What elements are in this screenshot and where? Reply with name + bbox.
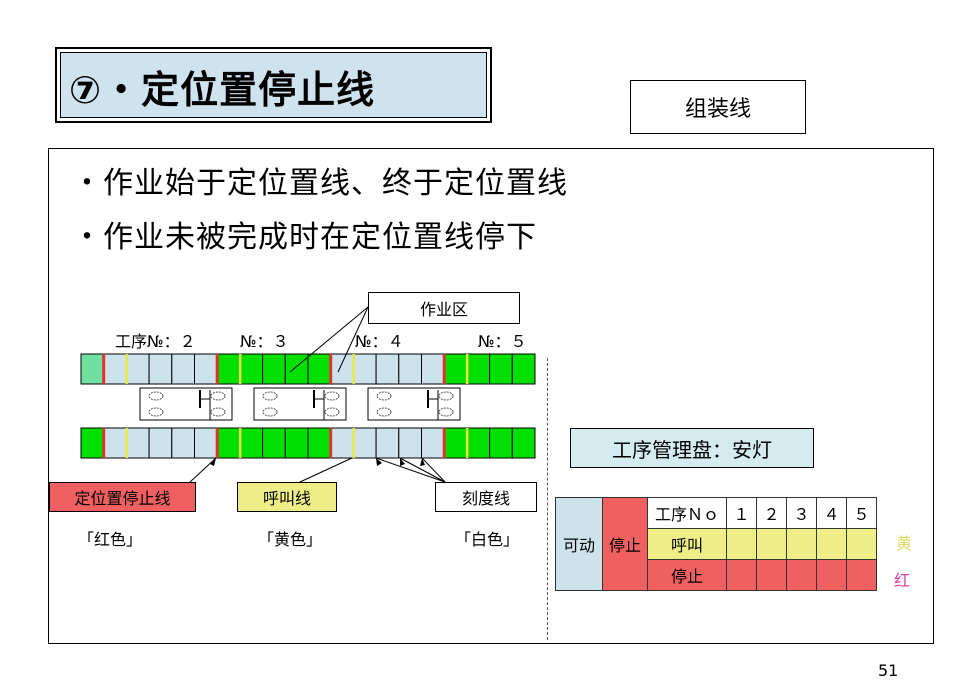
bullet-1: ・作业始于定位置线、终于定位置线	[72, 166, 568, 201]
andon-number-4: ４	[816, 497, 847, 529]
line-label: 组装线	[684, 97, 751, 122]
work-area-label: 作业区	[419, 300, 468, 319]
workpieces	[139, 387, 461, 421]
workpiece-2	[253, 387, 347, 421]
work-area-pointer-1	[289, 306, 369, 373]
color-note-white: 「白色」	[455, 530, 520, 549]
color-note-yellow: 「黄色」	[258, 530, 323, 549]
call-line-label: 呼叫线	[262, 489, 311, 508]
stop-line-mark	[442, 354, 446, 384]
andon-stop-cell	[816, 559, 847, 591]
call-line-mark	[352, 354, 355, 384]
andon-call-cell	[846, 528, 877, 560]
stop-line-mark	[102, 354, 106, 384]
andon-call-cell	[786, 528, 817, 560]
andon-call-cell	[816, 528, 847, 560]
scale-line-pointer-1	[375, 457, 446, 483]
call-line-callout: 呼叫线	[237, 482, 337, 512]
scale-line-callout: 刻度线	[435, 482, 537, 512]
process-label-4: №：４	[355, 332, 404, 351]
andon-call-cell	[756, 528, 787, 560]
page-number: 51	[878, 661, 899, 680]
conveyor-strip-top	[80, 353, 536, 389]
stop-line-mark	[102, 428, 106, 458]
stop-line-mark	[215, 354, 219, 384]
andon-number-2: ２	[756, 497, 787, 529]
andon-note-yellow: 黄	[896, 534, 913, 553]
andon-title: 工序管理盘：安灯	[612, 437, 772, 462]
stop-line-mark	[329, 354, 333, 384]
stop-line-callout: 定位置停止线	[49, 482, 196, 512]
andon-number-5: ５	[846, 497, 877, 529]
scale-line-label: 刻度线	[461, 489, 510, 508]
line-label-box: 组装线	[630, 80, 806, 134]
conveyor-strip-bottom	[80, 427, 536, 463]
process-label-3: №：３	[240, 332, 289, 351]
andon-stop-cell	[726, 559, 757, 591]
andon-table: 可动 停止 工序Ｎｏ １ ２ ３ ４ ５ 呼叫 停止	[555, 497, 877, 591]
work-area-pointer-2	[337, 306, 369, 373]
call-line-pointer	[299, 457, 353, 483]
color-note-red: 「红色」	[78, 530, 143, 549]
scale-line-pointer-3	[421, 457, 446, 483]
andon-header-label: 工序Ｎｏ	[647, 497, 727, 529]
stop-line-pointer	[189, 457, 217, 483]
andon-stop-cell	[756, 559, 787, 591]
call-line-mark	[125, 428, 128, 458]
call-line-mark	[352, 428, 355, 458]
andon-row-call: 呼叫	[647, 528, 727, 560]
andon-number-1: １	[726, 497, 757, 529]
andon-stop-cell	[786, 559, 817, 591]
stop-line-label: 定位置停止线	[74, 489, 171, 508]
bullet-2: ・作业未被完成时在定位置线停下	[72, 220, 537, 255]
andon-note-red: 红	[894, 571, 911, 590]
andon-number-3: ３	[786, 497, 817, 529]
andon-stop-cell	[846, 559, 877, 591]
conveyor-cell	[511, 427, 536, 459]
andon-title-box: 工序管理盘：安灯	[570, 428, 814, 468]
scale-line-pointer-2	[399, 457, 446, 483]
call-line-mark	[238, 428, 242, 458]
call-line-mark	[465, 354, 469, 384]
andon-call-cell	[726, 528, 757, 560]
andon-movable: 可动	[555, 497, 603, 591]
call-line-mark	[465, 428, 469, 458]
workpiece-1	[139, 387, 233, 421]
page-title: ⑦・定位置停止线	[69, 68, 376, 112]
divider-dashed	[547, 358, 548, 640]
call-line-mark	[238, 354, 242, 384]
stop-line-mark	[215, 428, 219, 458]
work-area-callout: 作业区	[368, 292, 520, 324]
stop-line-mark	[329, 428, 333, 458]
title-box: ⑦・定位置停止线	[55, 47, 492, 123]
process-label-2: 工序№：２	[115, 332, 196, 351]
call-line-mark	[125, 354, 128, 384]
andon-row-stop: 停止	[647, 559, 727, 591]
process-label-5: №：５	[478, 332, 527, 351]
stop-line-mark	[442, 428, 446, 458]
conveyor-cell	[511, 353, 536, 385]
workpiece-3	[367, 387, 461, 421]
andon-stop: 停止	[602, 497, 648, 591]
